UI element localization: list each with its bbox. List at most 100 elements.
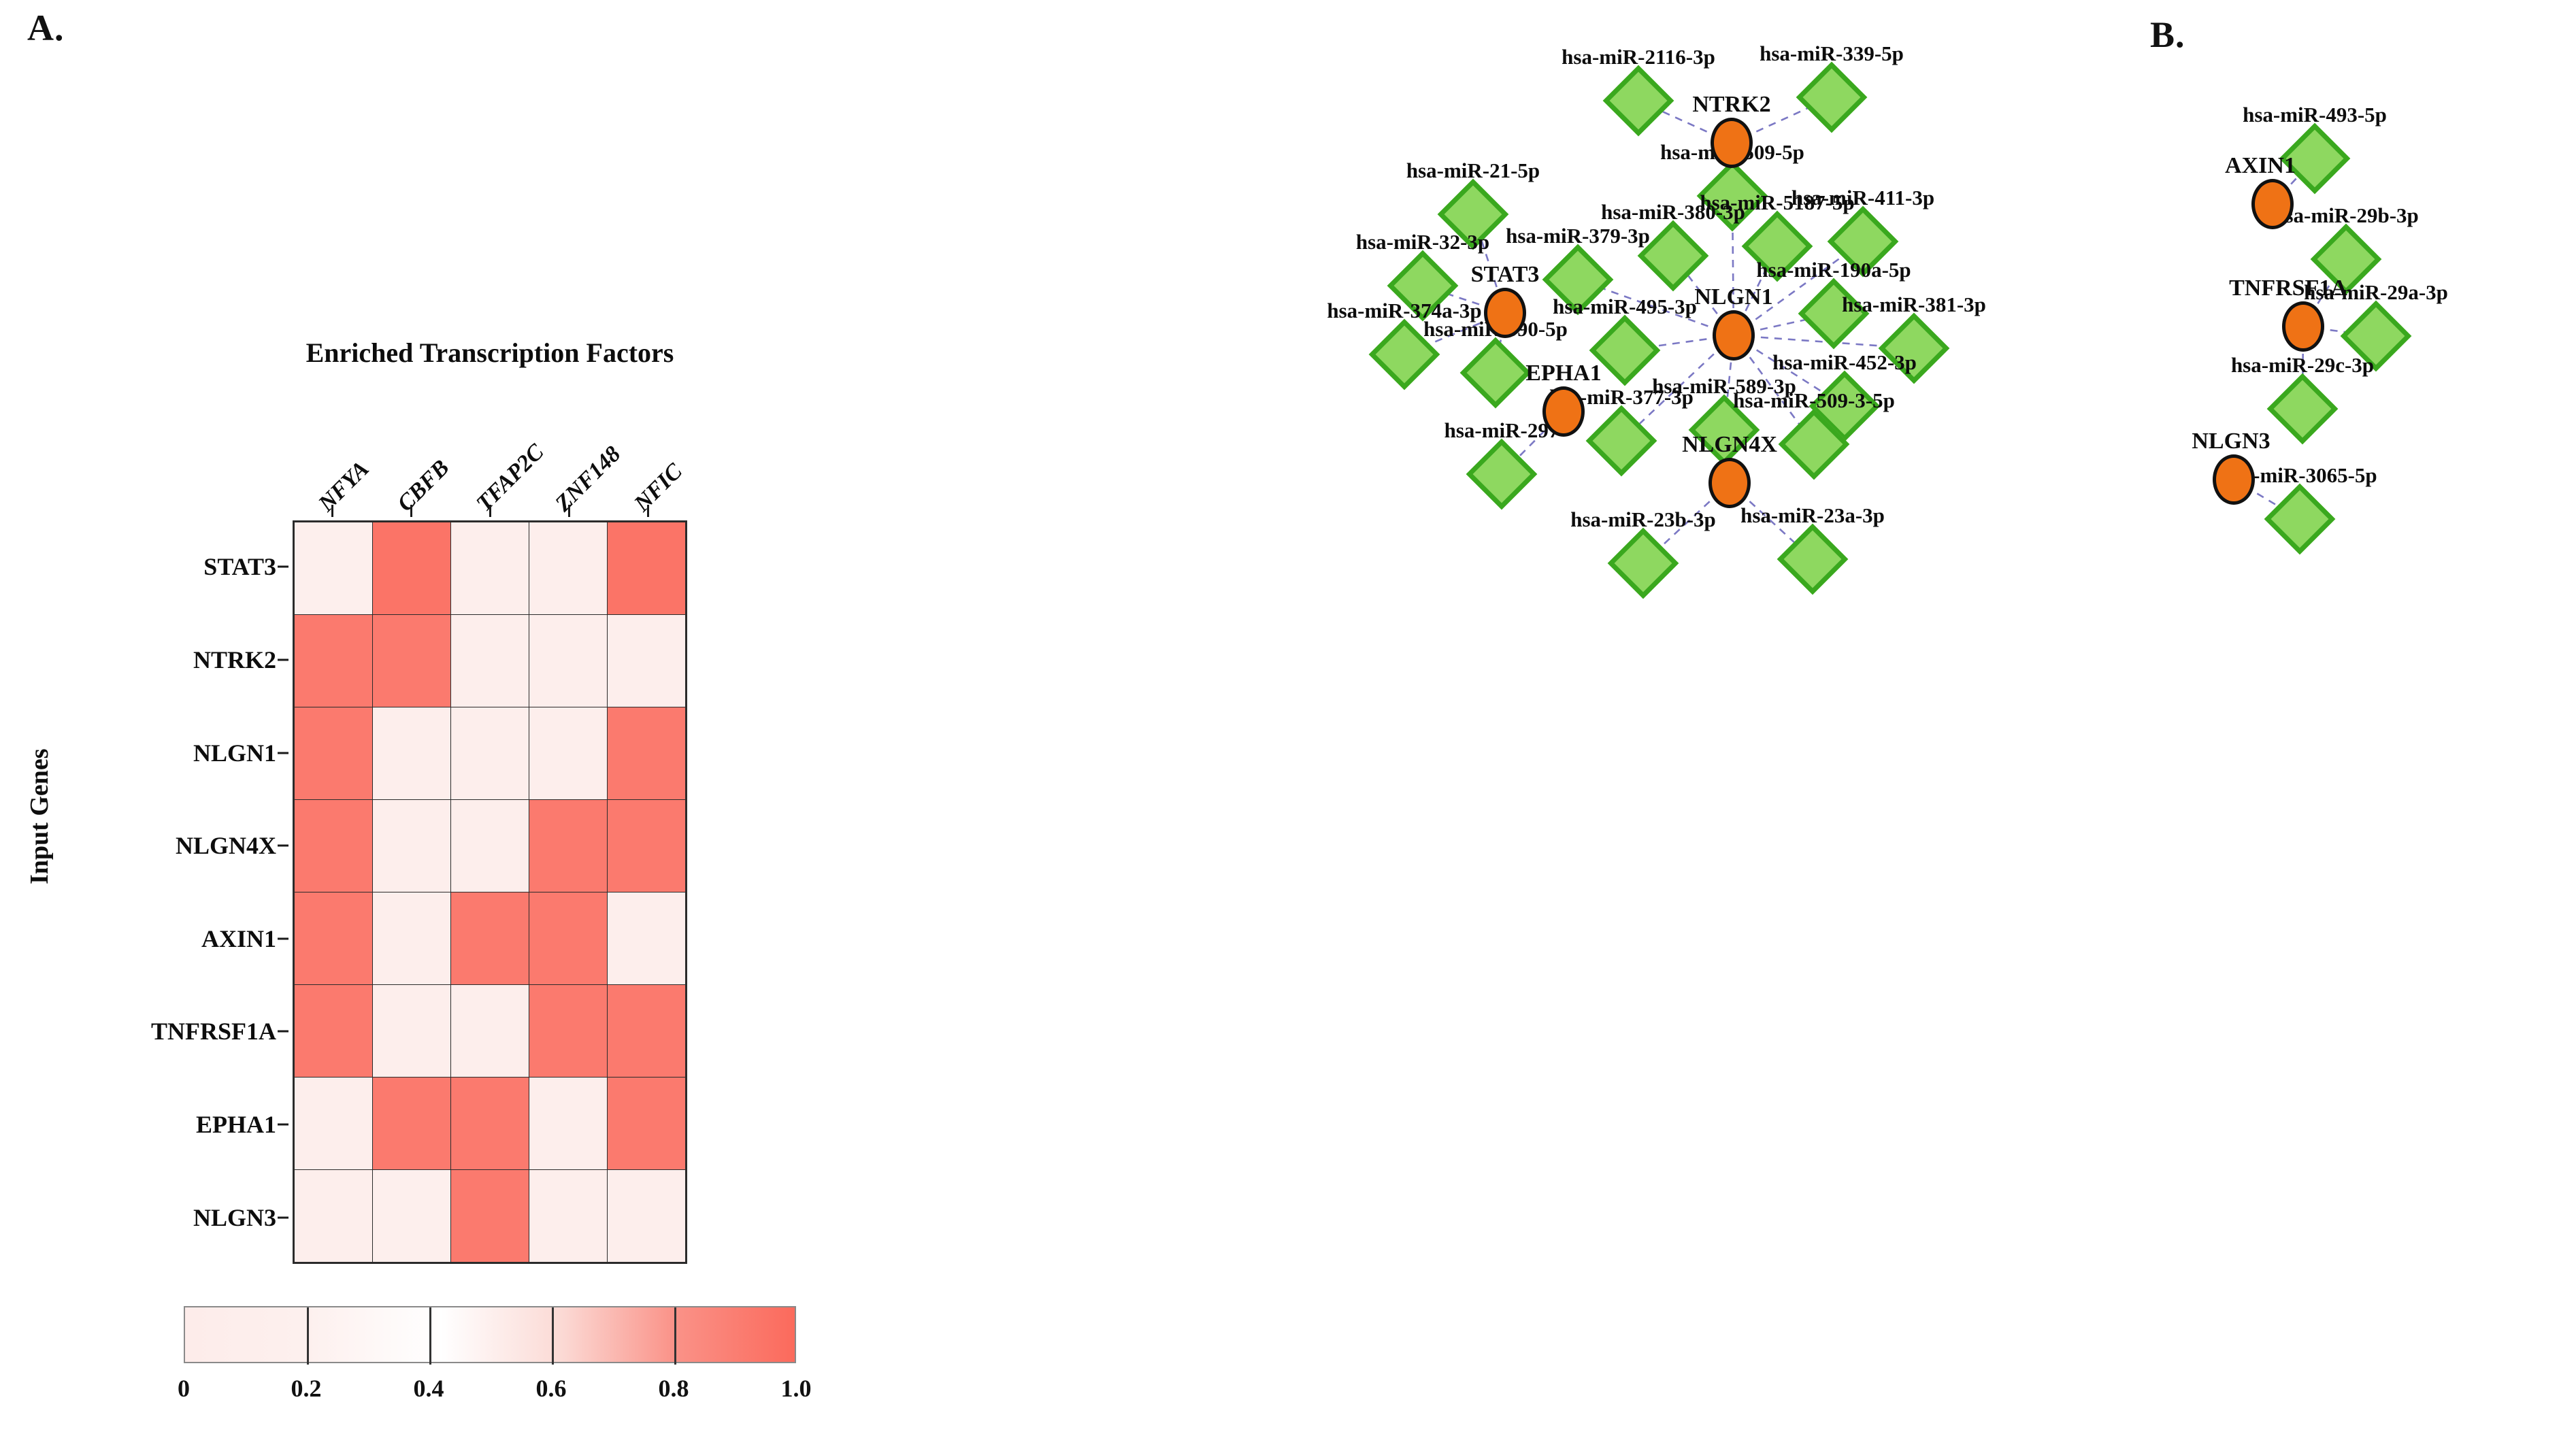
mirna-node-label: hsa-miR-411-3p xyxy=(1791,186,1935,210)
heatmap-cell xyxy=(451,985,529,1077)
heatmap-cell xyxy=(295,892,372,984)
colorbar-tick-label: 0.2 xyxy=(291,1375,322,1402)
gene-node[interactable] xyxy=(1542,386,1585,437)
heatmap-cell xyxy=(529,615,607,707)
heatmap-row-tick xyxy=(278,1123,288,1126)
gene-node-label: AXIN1 xyxy=(2225,153,2296,178)
heatmap-cell xyxy=(608,892,685,984)
heatmap-col-label-znf148: ZNF148 xyxy=(550,441,626,517)
gene-node-label: NLGN1 xyxy=(1694,284,1773,310)
panel-a-heatmap: A. Enriched Transcription Factors NFYA CB… xyxy=(0,0,1021,1436)
gene-node[interactable] xyxy=(2213,454,2255,505)
gene-node[interactable] xyxy=(1711,118,1753,168)
mirna-node-label: hsa-miR-493-5p xyxy=(2243,103,2387,127)
gene-node-label: NTRK2 xyxy=(1692,92,1771,117)
heatmap-cell xyxy=(373,707,450,799)
heatmap-title: Enriched Transcription Factors xyxy=(306,337,674,368)
heatmap-cell xyxy=(608,707,685,799)
heatmap-cell xyxy=(373,1170,450,1262)
colorbar-tick xyxy=(552,1307,554,1365)
network-edge xyxy=(1621,335,1734,441)
gene-node[interactable] xyxy=(1484,288,1526,338)
heatmap-cell xyxy=(608,615,685,707)
heatmap-row-tick xyxy=(278,658,288,661)
heatmap-cell xyxy=(529,1170,607,1262)
heatmap-col-tick xyxy=(647,505,649,517)
heatmap-cell xyxy=(373,800,450,892)
heatmap-col-label-cbfb: CBFB xyxy=(393,454,455,517)
heatmap-cell xyxy=(451,1170,529,1262)
heatmap-row-label-ntrk2: NTRK2 xyxy=(193,646,276,673)
gene-node-label: TNFRSF1A xyxy=(2229,275,2347,301)
heatmap-cell xyxy=(529,892,607,984)
heatmap-col-label-nfya: NFYA xyxy=(314,456,374,517)
heatmap-cell xyxy=(451,800,529,892)
colorbar-tick xyxy=(429,1307,431,1365)
mirna-node-label: hsa-miR-339-5p xyxy=(1760,41,1904,65)
heatmap-cell xyxy=(529,985,607,1077)
heatmap-cell xyxy=(451,615,529,707)
colorbar-tick-label: 0.6 xyxy=(535,1375,567,1402)
heatmap-row-label-nlgn1: NLGN1 xyxy=(193,739,276,767)
heatmap-cell xyxy=(608,800,685,892)
network-edge xyxy=(2272,158,2315,205)
heatmap-cell xyxy=(529,800,607,892)
mirna-node-label: hsa-miR-589-3p xyxy=(1652,374,1796,398)
gene-node[interactable] xyxy=(2251,179,2294,229)
mirna-node-label: hsa-miR-29a-3p xyxy=(2304,280,2448,304)
heatmap-col-tick xyxy=(331,505,333,517)
colorbar-tick-label: 1.0 xyxy=(780,1375,812,1402)
gene-node[interactable] xyxy=(2282,301,2324,352)
heatmap-cell xyxy=(295,800,372,892)
colorbar-tick xyxy=(307,1307,309,1365)
heatmap-row-tick xyxy=(278,1216,288,1219)
heatmap-grid xyxy=(293,520,687,1264)
gene-node-label: NLGN3 xyxy=(2192,429,2270,454)
heatmap-row-tick xyxy=(278,844,288,847)
heatmap-cell xyxy=(295,615,372,707)
mirna-node-label: hsa-miR-21-5p xyxy=(1406,158,1540,182)
mirna-node-label: hsa-miR-495-3p xyxy=(1553,295,1697,318)
heatmap-cell xyxy=(295,707,372,799)
heatmap-cell xyxy=(295,1078,372,1169)
mirna-node-label: hsa-miR-380-3p xyxy=(1601,200,1745,224)
mirna-node-label: hsa-miR-374a-3p xyxy=(1327,299,1482,322)
colorbar-tick-label: 0.4 xyxy=(413,1375,444,1402)
mirna-node-label: hsa-miR-29c-3p xyxy=(2230,353,2375,377)
heatmap-row-tick xyxy=(278,1030,288,1033)
mirna-node-label: hsa-miR-190a-5p xyxy=(1756,258,1911,282)
heatmap-cell xyxy=(451,1078,529,1169)
panel-b-letter: B. xyxy=(2150,14,2185,55)
mirna-node-label: hsa-miR-23b-3p xyxy=(1570,507,1716,531)
heatmap-cell xyxy=(608,522,685,614)
mirna-node-label: hsa-miR-509-3-5p xyxy=(1733,388,1895,412)
heatmap-cell xyxy=(529,707,607,799)
heatmap-cell xyxy=(295,985,372,1077)
heatmap-cell xyxy=(608,985,685,1077)
mirna-node-label: hsa-miR-381-3p xyxy=(1842,293,1986,316)
gene-node-label: STAT3 xyxy=(1470,262,1540,287)
heatmap-col-label-nfic: NFIC xyxy=(629,458,688,517)
panel-a-letter: A. xyxy=(27,7,65,48)
colorbar-tick-label: 0.8 xyxy=(658,1375,689,1402)
heatmap-col-tick xyxy=(410,505,412,517)
mirna-node-label: hsa-miR-297 xyxy=(1444,418,1559,442)
heatmap-cell xyxy=(529,1078,607,1169)
heatmap-col-tick xyxy=(568,505,570,517)
heatmap-row-label-tnfrsf1a: TNFRSF1A xyxy=(150,1018,276,1046)
gene-node-label: EPHA1 xyxy=(1525,361,1602,386)
heatmap-cell xyxy=(608,1170,685,1262)
heatmap-cell xyxy=(295,522,372,614)
mirna-node-label: hsa-miR-23a-3p xyxy=(1740,503,1885,527)
colorbar-tick xyxy=(674,1307,676,1365)
gene-node[interactable] xyxy=(1713,310,1755,361)
heatmap-row-tick xyxy=(278,937,288,940)
heatmap-cell xyxy=(451,522,529,614)
heatmap-cell xyxy=(608,1078,685,1169)
gene-node[interactable] xyxy=(1708,458,1751,508)
heatmap-cell xyxy=(373,1078,450,1169)
heatmap-y-axis-label: Input Genes xyxy=(25,748,54,884)
